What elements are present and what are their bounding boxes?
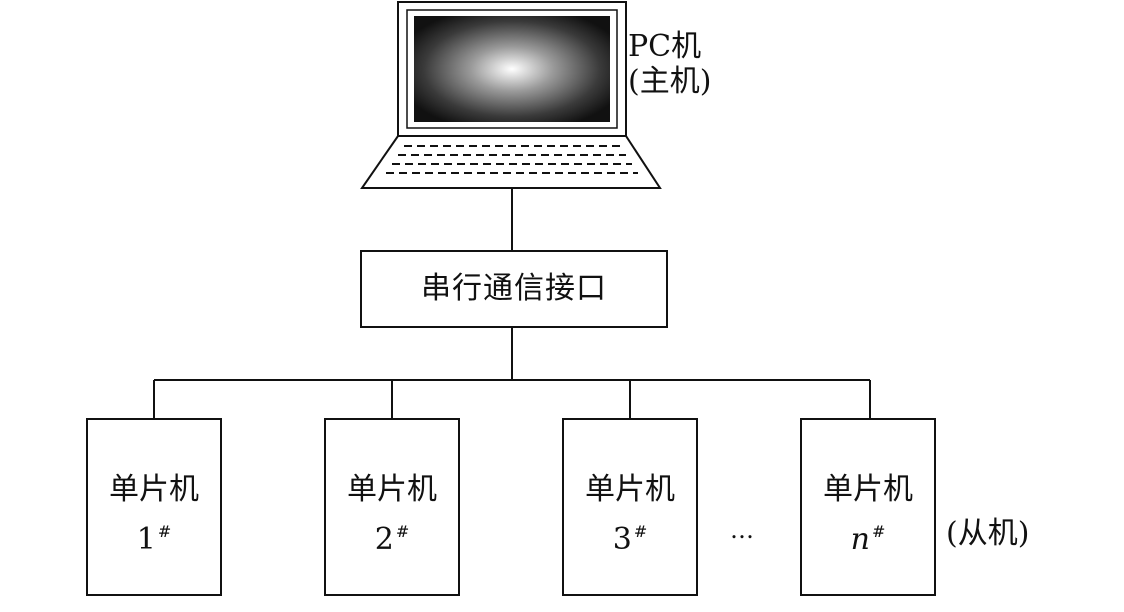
ellipsis: … [730,516,754,544]
laptop-icon [360,1,662,189]
pc-label-line2: (主机) [628,63,712,99]
laptop-keyboard [386,145,638,174]
slave-group-label: (从机) [946,516,1030,551]
slave-number-value: 2 [374,522,394,557]
pc-label: PC机 (主机) [628,29,712,99]
slave-number: 3# [613,522,648,557]
slave-box-n: 单片机 n# [800,418,936,596]
slave-number-mark: # [633,522,648,541]
serial-interface-label: 串行通信接口 [421,270,607,306]
slave-box-2: 单片机 2# [324,418,460,596]
slave-box-3: 单片机 3# [562,418,698,596]
slave-name: 单片机 [585,472,675,507]
laptop-screen [414,16,610,122]
slave-name: 单片机 [109,472,199,507]
slave-number: n# [851,522,886,557]
pc-label-line1: PC机 [628,29,702,64]
slave-number-mark: # [871,522,886,541]
serial-interface-box: 串行通信接口 [360,250,668,328]
slave-number-value: 1 [136,522,156,557]
slave-number: 2# [375,522,410,557]
slave-number-value: 3 [612,522,632,557]
connector-lines [153,188,871,418]
slave-number-mark: # [157,522,172,541]
slave-number: 1# [137,522,172,557]
slave-number-value: n [850,522,870,557]
slave-name: 单片机 [347,472,437,507]
slave-box-1: 单片机 1# [86,418,222,596]
slave-name: 单片机 [823,472,913,507]
slave-number-mark: # [395,522,410,541]
